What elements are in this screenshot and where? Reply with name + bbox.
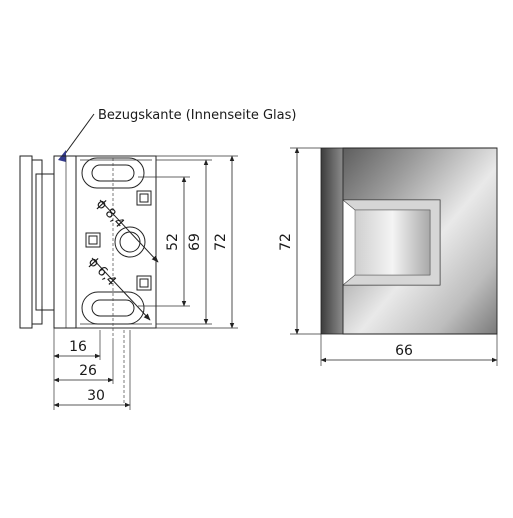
glass-plate-outer (19, 155, 33, 329)
callout-label: Bezugskante (Innenseite Glas) (98, 108, 296, 123)
screw-square-top (136, 190, 152, 206)
side-view: 72 66 (278, 147, 498, 366)
front-view: ϕ 8,4 ϕ 6,4 52 69 72 16 26 30 (19, 155, 238, 410)
leader-small-hole (91, 257, 151, 321)
dim-label-69: 69 (187, 233, 203, 251)
dim-label-side-72: 72 (278, 233, 294, 251)
dim-label-26: 26 (79, 363, 97, 379)
hinge-pin-block (354, 209, 431, 276)
label-hole-small: ϕ 6,4 (85, 254, 119, 289)
hinge-edge (320, 147, 344, 335)
glass-plate-inner (31, 159, 43, 325)
screw-square-left (85, 232, 101, 248)
dim-label-side-66: 66 (395, 343, 413, 359)
leader-large-hole (99, 199, 159, 263)
dim-label-72: 72 (213, 233, 229, 251)
callout-leader-line (61, 113, 95, 159)
reference-edge-callout: Bezugskante (Innenseite Glas) (58, 108, 296, 162)
dim-label-52: 52 (165, 233, 181, 251)
glass-edge-strip (53, 155, 77, 329)
dim-label-16: 16 (69, 339, 87, 355)
screw-square-bottom (136, 275, 152, 291)
dim-label-30: 30 (87, 388, 105, 404)
label-hole-large: ϕ 8,4 (93, 196, 127, 231)
hinge-plate (75, 155, 157, 329)
clamp-body (35, 173, 55, 311)
